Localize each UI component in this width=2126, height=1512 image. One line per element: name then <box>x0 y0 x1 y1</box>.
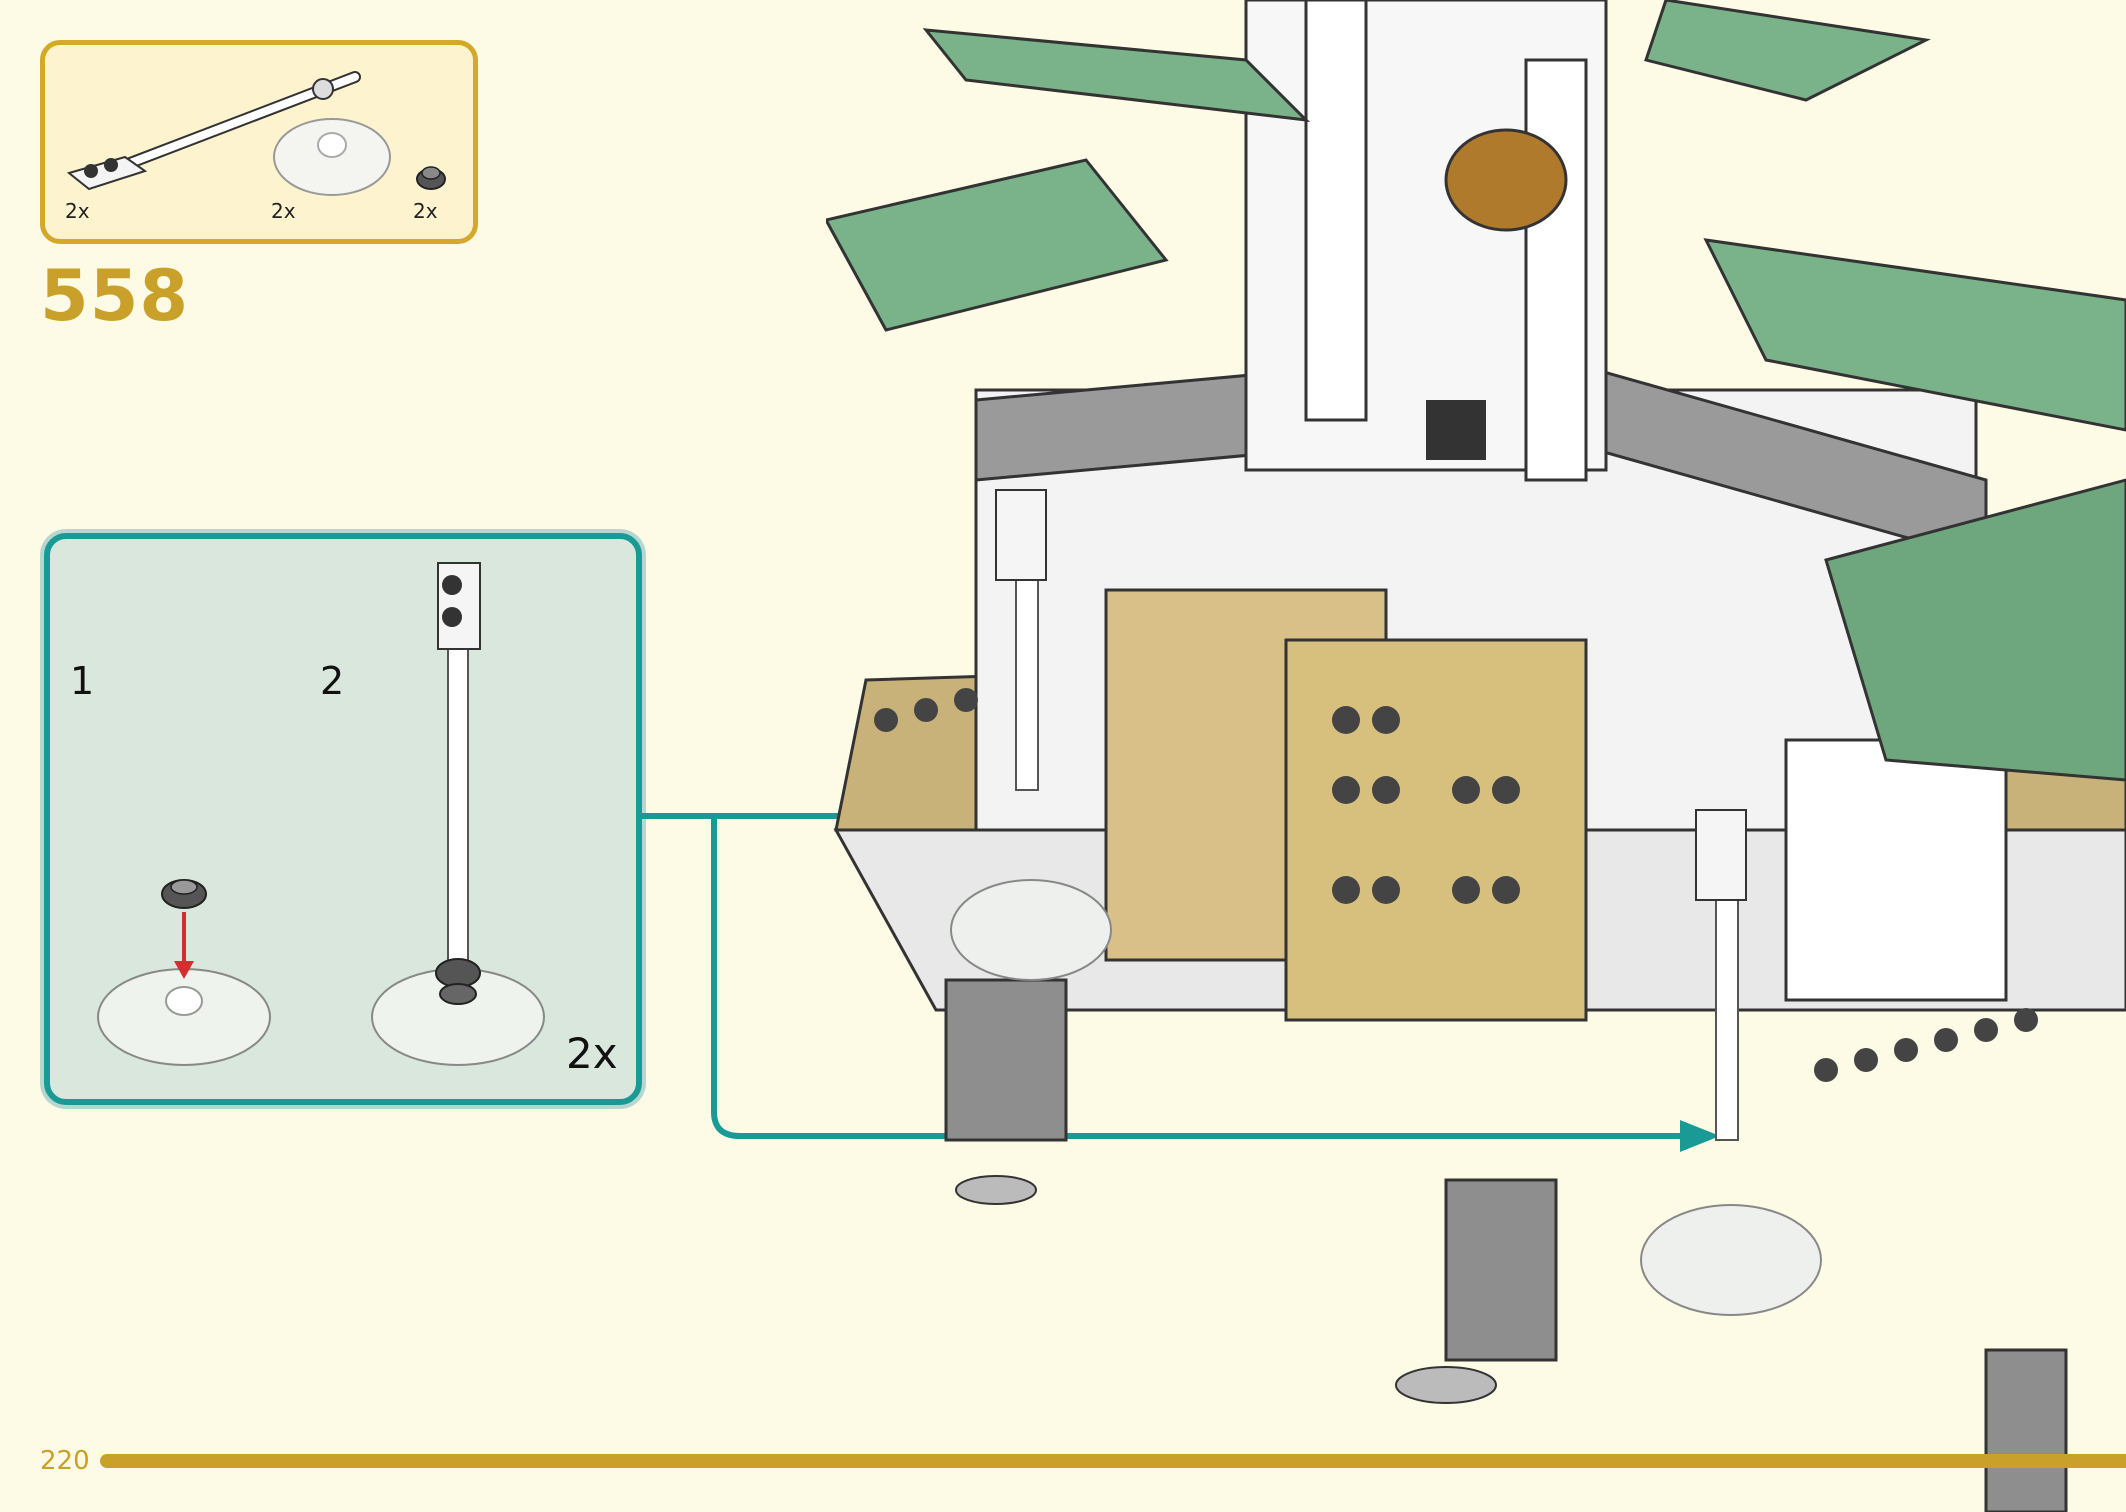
temple-model-illustration <box>826 0 2126 1512</box>
part-qty-plate: 2x <box>65 199 90 223</box>
parts-list-box: 2x 2x 2x <box>40 40 478 244</box>
progress-bar <box>100 1454 2126 1468</box>
sub-step-2-label: 2 <box>320 659 345 703</box>
plate-with-bar-part <box>66 71 361 191</box>
step-number: 558 <box>40 255 190 337</box>
parts-illustration <box>66 71 446 196</box>
part-qty-dish: 2x <box>271 199 296 223</box>
multiplier-label: 2x <box>566 1029 618 1078</box>
round-stud-part <box>416 166 446 190</box>
sub-step-1-label: 1 <box>70 659 95 703</box>
sub-assembly-illustration <box>97 562 545 1066</box>
transparent-dish-part <box>273 118 391 196</box>
part-qty-stud: 2x <box>413 199 438 223</box>
sub-assembly-panel: 1 2 2x <box>44 533 642 1105</box>
page-number: 220 <box>40 1446 90 1476</box>
progress-bar-fill <box>100 1454 2126 1468</box>
